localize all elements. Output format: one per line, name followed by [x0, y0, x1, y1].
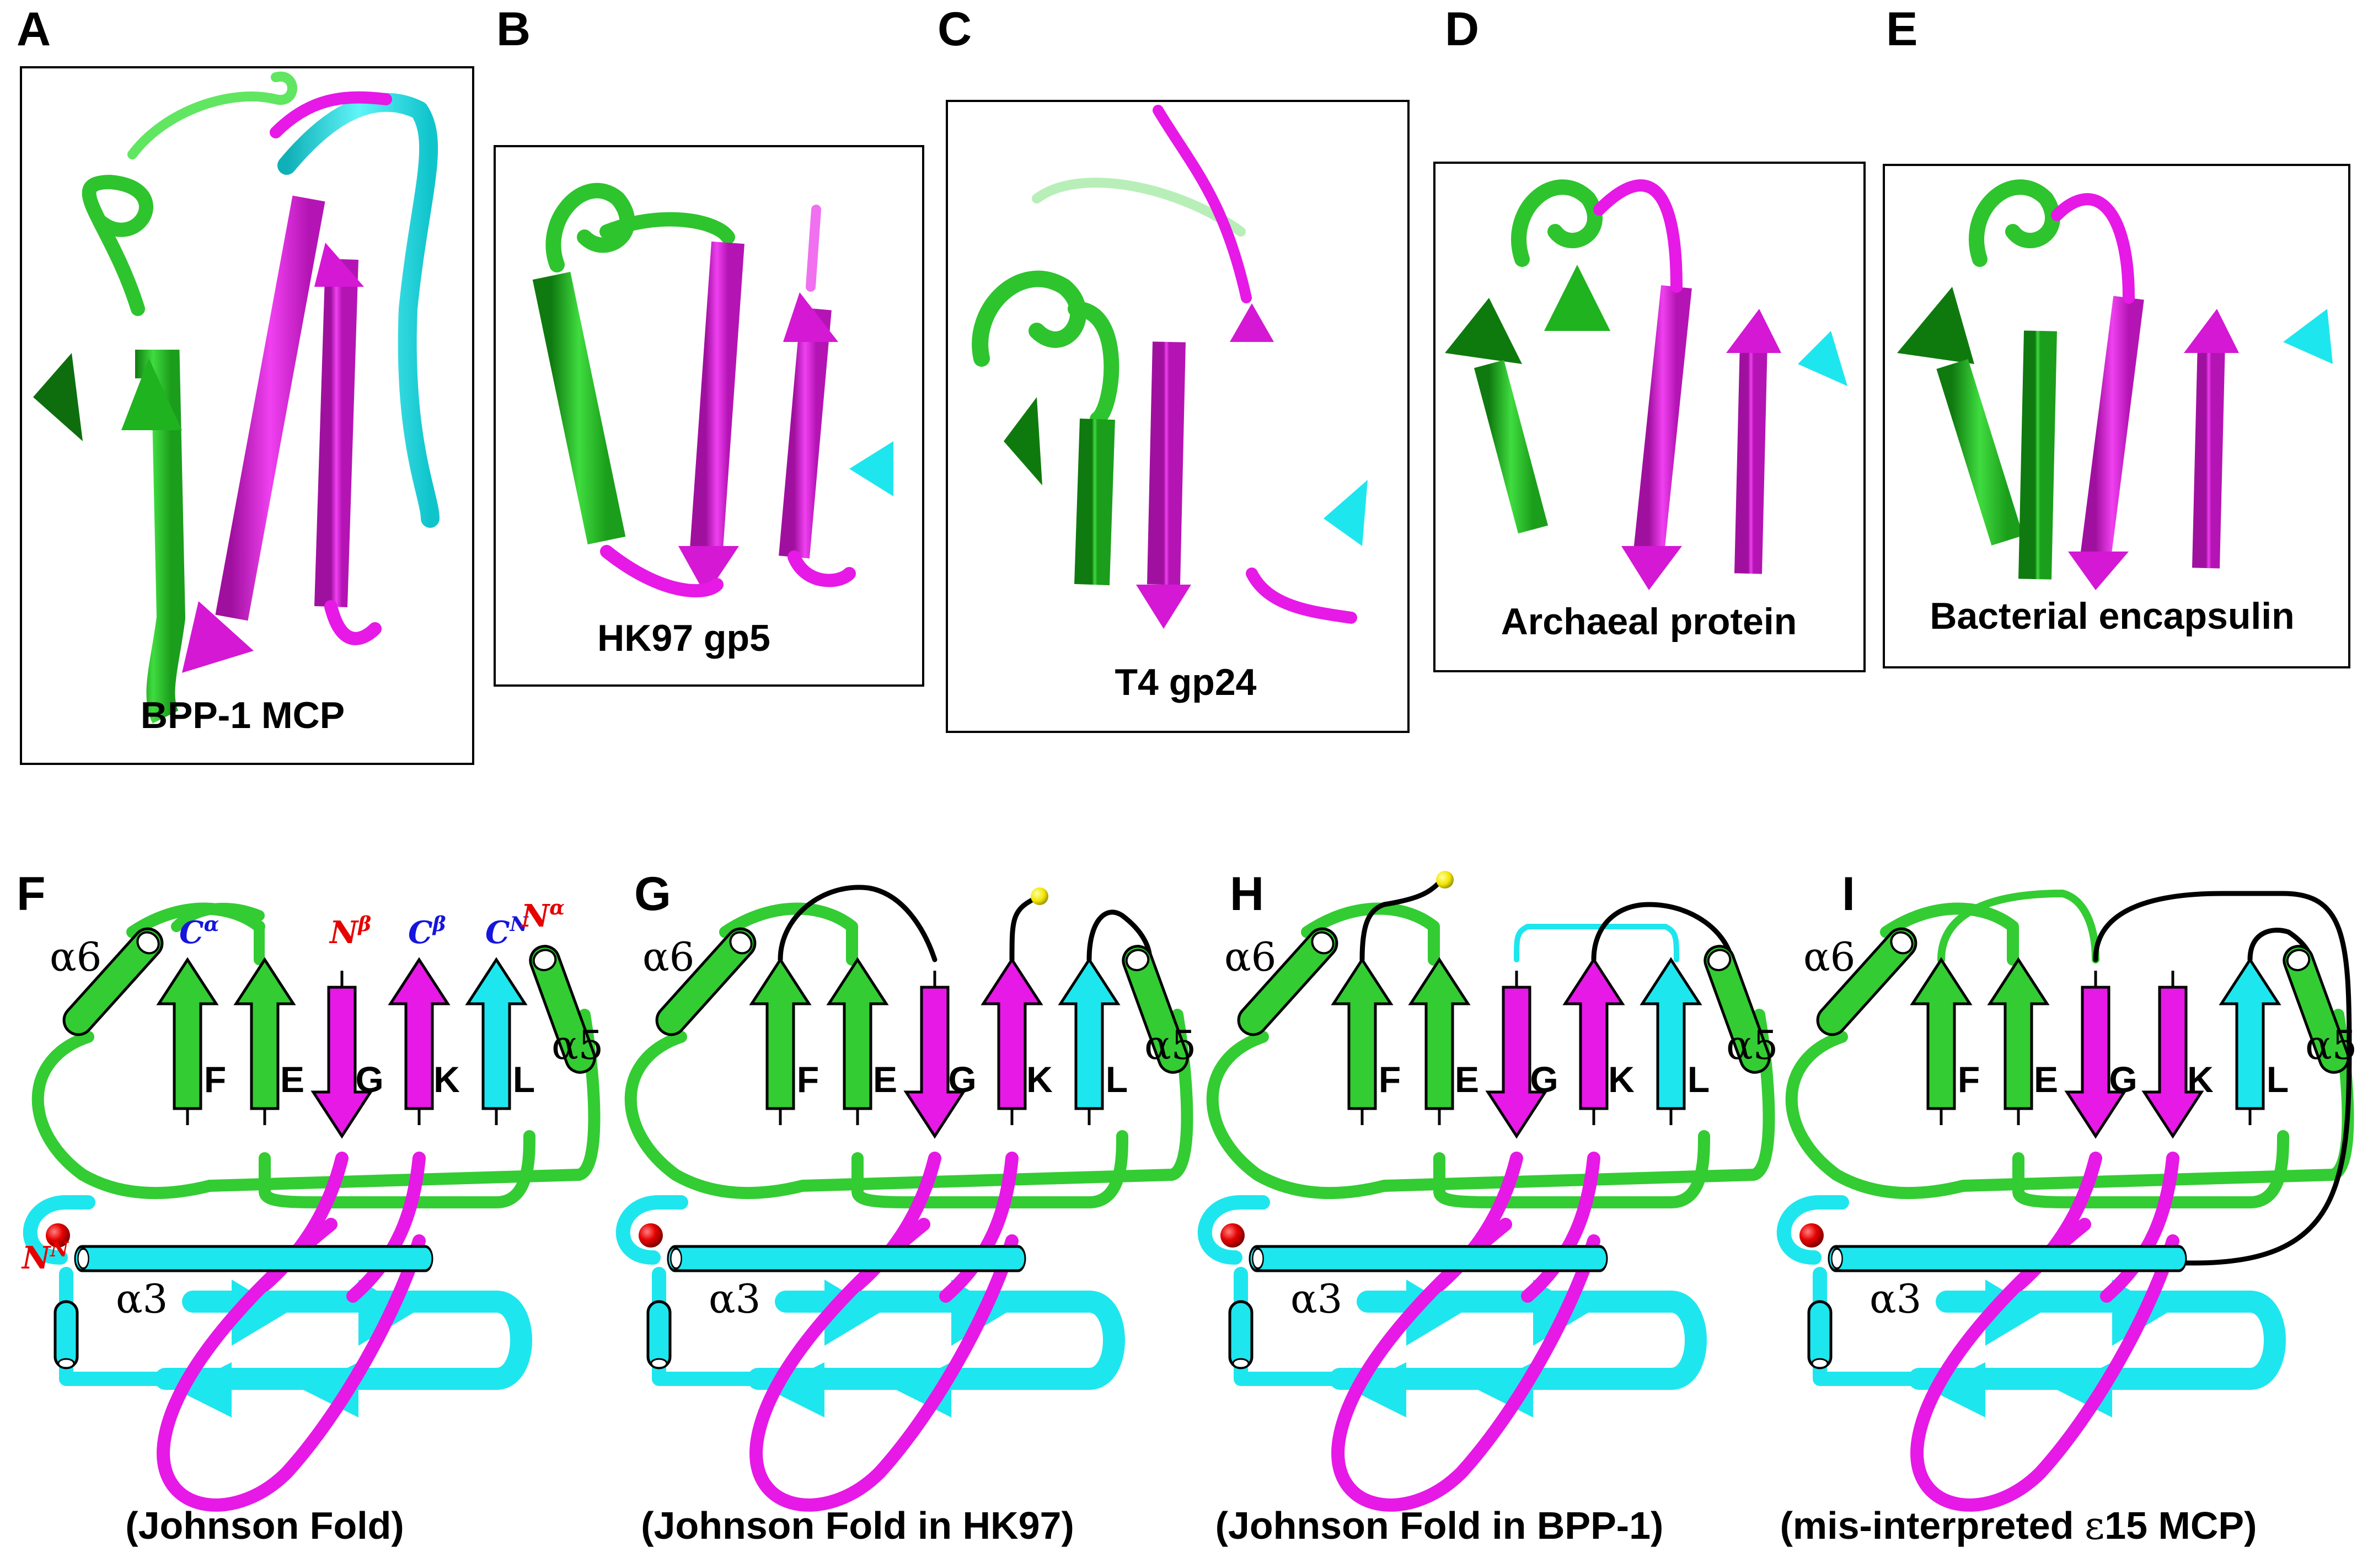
structure-panel-d: Archaeal protein: [1433, 162, 1866, 672]
strand-label-i-e: E: [2034, 1059, 2058, 1100]
terminus-c-n: CN: [485, 913, 529, 951]
panel-letter-g: G: [634, 868, 671, 921]
panel-letter-e: E: [1886, 3, 1917, 56]
panel-letter-d: D: [1445, 3, 1479, 56]
terminus-n-beta: Nβ: [329, 913, 371, 951]
strand-label-f-g: G: [355, 1059, 383, 1100]
helix-label-i-a3: α3: [1869, 1276, 1921, 1322]
helix-label-g-a6: α6: [642, 934, 694, 980]
strand-label-f-k: K: [433, 1059, 460, 1100]
strand-label-i-l: L: [2267, 1059, 2289, 1100]
helix-label-i-a6: α6: [1803, 934, 1855, 980]
panel-letter-h: H: [1230, 868, 1264, 921]
structure-panel-b: HK97 gp5: [494, 145, 924, 687]
caption-h: (Johnson Fold in BPP-1): [1215, 1504, 1664, 1547]
panel-letter-b: B: [496, 3, 531, 56]
strand-label-i-f: F: [1958, 1059, 1980, 1100]
strand-label-h-e: E: [1455, 1059, 1479, 1100]
strand-label-g-l: L: [1106, 1059, 1128, 1100]
terminus-n-n: NN: [21, 1238, 69, 1276]
helix-label-h-a5: α5: [1726, 1022, 1778, 1068]
helix-label-g-a3: α3: [709, 1276, 760, 1322]
helix-label-h-a3: α3: [1290, 1276, 1342, 1322]
strand-label-h-k: K: [1608, 1059, 1635, 1100]
terminus-n-alpha: Nα: [520, 896, 565, 934]
strand-label-h-g: G: [1530, 1059, 1558, 1100]
panel-letter-a: A: [17, 3, 51, 56]
helix-label-g-a5: α5: [1144, 1022, 1196, 1068]
structure-label-c: T4 gp24: [1115, 661, 1257, 703]
panel-letter-i: I: [1842, 868, 1855, 921]
strand-label-i-g: G: [2109, 1059, 2137, 1100]
strand-label-g-g: G: [948, 1059, 976, 1100]
helix-label-h-a6: α6: [1224, 934, 1276, 980]
structure-label-e: Bacterial encapsulin: [1930, 595, 2294, 637]
caption-f: (Johnson Fold): [125, 1504, 404, 1547]
terminus-c-alpha: Cα: [179, 913, 219, 951]
structure-panel-c: T4 gp24: [946, 100, 1410, 733]
helix-label-f-a3: α3: [116, 1276, 168, 1322]
panel-letter-f: F: [17, 868, 46, 921]
strand-label-h-l: L: [1688, 1059, 1710, 1100]
terminus-c-beta: Cβ: [408, 913, 446, 951]
strand-label-f-e: E: [280, 1059, 304, 1100]
structure-panel-a: BPP-1 MCP: [20, 66, 474, 765]
helix-label-f-a6: α6: [50, 934, 101, 980]
caption-i: (mis-interpreted ε15 MCP): [1780, 1503, 2257, 1548]
helix-label-f-a5: α5: [551, 1022, 603, 1068]
strand-label-g-e: E: [873, 1059, 897, 1100]
topology-panel-g: F E G K L α6 α5 α3 (Johnson Fold in HK97…: [623, 885, 1196, 1547]
strand-label-i-k: K: [2187, 1059, 2214, 1100]
strand-label-g-f: F: [797, 1059, 819, 1100]
strand-label-f-l: L: [513, 1059, 535, 1100]
structure-label-b: HK97 gp5: [597, 617, 770, 659]
panel-letter-c: C: [938, 3, 972, 56]
strand-label-f-f: F: [204, 1059, 226, 1100]
structure-label-d: Archaeal protein: [1501, 601, 1797, 643]
caption-g: (Johnson Fold in HK97): [641, 1504, 1074, 1547]
topology-panel-h: F E G K L α6 α5 α3 (Johnson Fold in BPP-…: [1205, 871, 1778, 1547]
helix-label-i-a5: α5: [2305, 1022, 2357, 1068]
topology-panel-i: F E G K L α6 α5 α3 (mis-interpreted ε15 …: [1780, 890, 2357, 1548]
topology-panel-f: F E G K L α6 α5 α3 Cα Nβ Cβ CN Nα NN (Jo…: [21, 896, 603, 1547]
structure-panel-e: Bacterial encapsulin: [1883, 164, 2350, 668]
structure-label-a: BPP-1 MCP: [141, 694, 345, 736]
strand-label-g-k: K: [1026, 1059, 1053, 1100]
strand-label-h-f: F: [1379, 1059, 1401, 1100]
